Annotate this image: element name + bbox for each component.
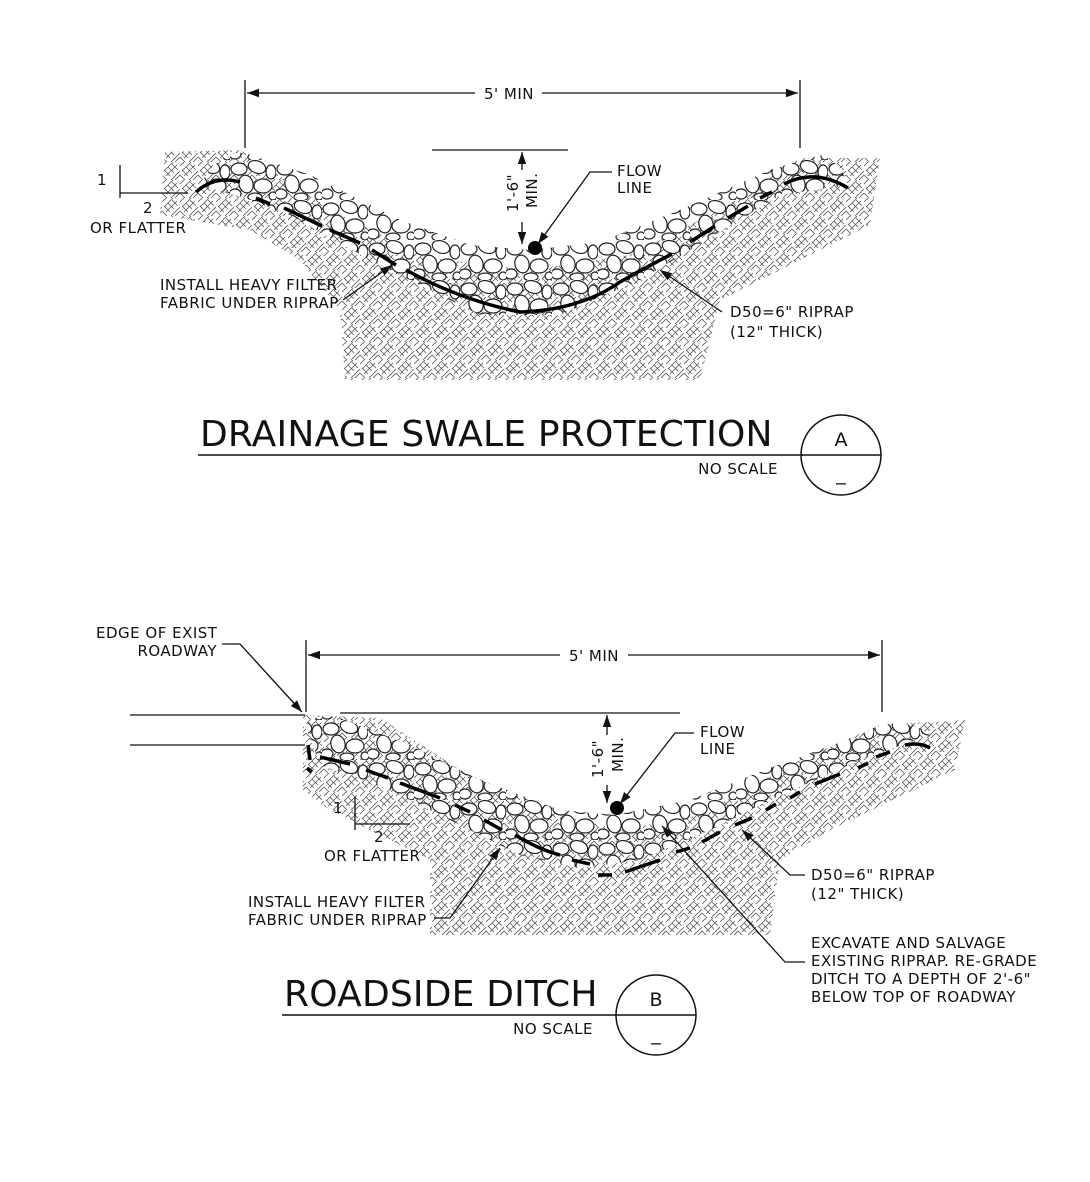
detail-b-excavate-note-4: BELOW TOP OF ROADWAY bbox=[811, 988, 1016, 1006]
detail-a-title: DRAINAGE SWALE PROTECTION bbox=[200, 414, 773, 455]
detail-b-excavate-note-1: EXCAVATE AND SALVAGE bbox=[811, 934, 1006, 952]
detail-a-depth-label: 1'-6" bbox=[504, 174, 522, 212]
detail-b-edge-note-1: EDGE OF EXIST bbox=[96, 624, 218, 642]
detail-a-slope-note: OR FLATTER bbox=[90, 219, 186, 237]
detail-b-slope-run: 2 bbox=[374, 828, 384, 846]
detail-a-riprap-layer bbox=[200, 152, 848, 315]
detail-a-riprap-note-2: (12" THICK) bbox=[730, 323, 823, 341]
detail-a-depth-min: MIN. bbox=[523, 173, 541, 208]
detail-a-flow-line-1: FLOW bbox=[617, 162, 662, 180]
detail-a-slope-rise: 1 bbox=[97, 171, 107, 189]
detail-b-riprap-note-1: D50=6" RIPRAP bbox=[811, 866, 935, 884]
detail-b-fabric-note-2: FABRIC UNDER RIPRAP bbox=[248, 911, 427, 929]
detail-a-riprap-leader bbox=[659, 269, 723, 313]
detail-a-scale: NO SCALE bbox=[698, 460, 778, 478]
detail-a-flow-line-2: LINE bbox=[617, 179, 652, 197]
detail-b-flow-leader bbox=[619, 732, 694, 805]
detail-b-bubble-letter: B bbox=[649, 989, 662, 1011]
detail-b-riprap-layer bbox=[305, 716, 930, 868]
detail-a-flow-leader bbox=[537, 171, 612, 245]
detail-b-riprap-leader bbox=[741, 829, 805, 876]
detail-b-depth-min: MIN. bbox=[609, 737, 627, 772]
detail-b-edge-leader bbox=[222, 643, 303, 713]
detail-b-fabric-note-1: INSTALL HEAVY FILTER bbox=[248, 893, 426, 911]
detail-b-excavate-note-2: EXISTING RIPRAP. RE-GRADE bbox=[811, 952, 1037, 970]
detail-a-riprap-note-1: D50=6" RIPRAP bbox=[730, 303, 854, 321]
detail-b-roadside-ditch: EDGE OF EXIST ROADWAY 5' MIN 1'-6" MIN. … bbox=[96, 624, 1037, 1056]
detail-b-dim-width-label: 5' MIN bbox=[569, 647, 619, 665]
detail-a-fabric-note-1: INSTALL HEAVY FILTER bbox=[160, 276, 338, 294]
detail-a-flow-line-point bbox=[528, 241, 542, 255]
detail-b-edge-note-2: ROADWAY bbox=[137, 642, 217, 660]
detail-b-flow-line-2: LINE bbox=[700, 740, 735, 758]
detail-b-slope-rise: 1 bbox=[333, 799, 343, 817]
detail-a-bubble-sheet: _ bbox=[835, 463, 846, 485]
detail-a-drainage-swale: 5' MIN 1'-6" MIN. FLOW LINE 1 2 OR FLATT… bbox=[90, 80, 882, 496]
detail-a-earth-hatch bbox=[160, 150, 880, 380]
detail-a-bubble-letter: A bbox=[835, 429, 848, 451]
detail-b-riprap-note-2: (12" THICK) bbox=[811, 885, 904, 903]
detail-b-excavate-note-3: DITCH TO A DEPTH OF 2'-6" bbox=[811, 970, 1031, 988]
detail-b-slope-note: OR FLATTER bbox=[324, 847, 420, 865]
detail-a-fabric-note-2: FABRIC UNDER RIPRAP bbox=[160, 294, 339, 312]
detail-b-bubble-sheet: _ bbox=[650, 1023, 661, 1045]
detail-b-flow-line-point bbox=[610, 801, 624, 815]
detail-b-depth-label: 1'-6" bbox=[589, 740, 607, 778]
detail-b-fabric-leader bbox=[434, 847, 501, 919]
detail-a-dim-width-label: 5' MIN bbox=[484, 85, 534, 103]
detail-a-fabric-leader bbox=[342, 264, 393, 301]
detail-a-filter-fabric bbox=[194, 175, 849, 314]
detail-b-excavate-leader bbox=[661, 825, 805, 963]
detail-b-scale: NO SCALE bbox=[513, 1020, 593, 1038]
detail-b-title: ROADSIDE DITCH bbox=[284, 974, 598, 1015]
detail-b-flow-line-1: FLOW bbox=[700, 723, 745, 741]
detail-a-slope-run: 2 bbox=[143, 199, 153, 217]
